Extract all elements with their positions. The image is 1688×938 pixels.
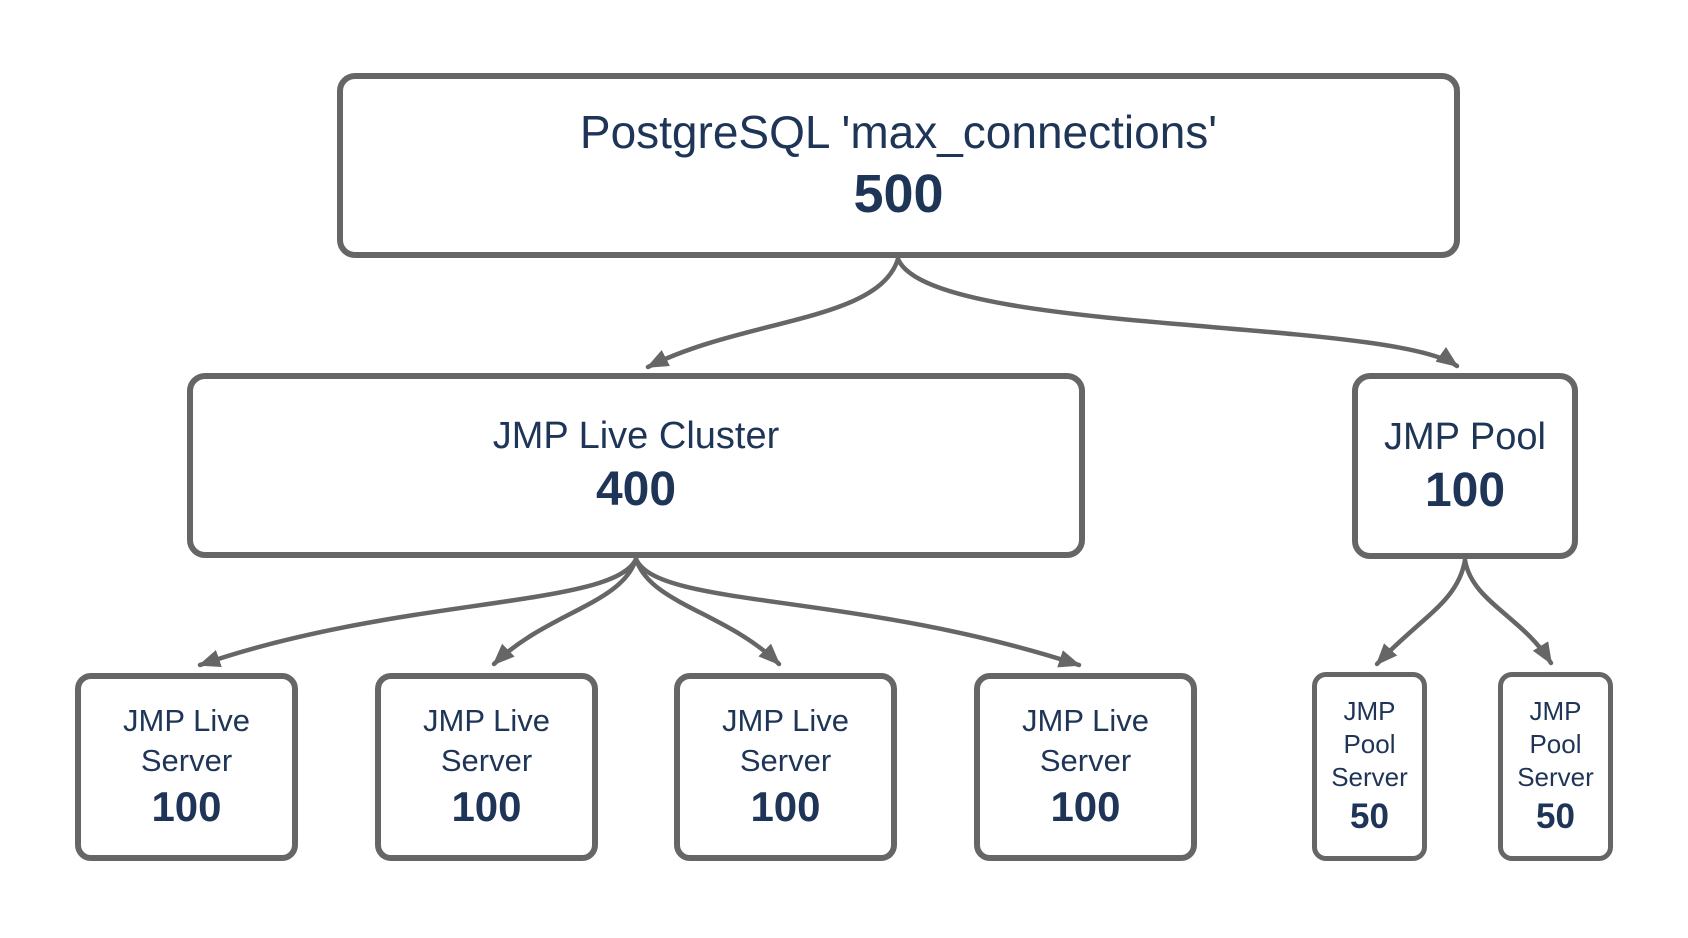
node-value: 100 <box>1050 783 1121 831</box>
node-value: 100 <box>151 783 222 831</box>
node-value: 400 <box>595 463 677 517</box>
node-label-line: JMP <box>1343 695 1396 726</box>
node-label-line: JMP Live <box>1022 703 1149 739</box>
arrow-root-to-cluster <box>645 256 901 370</box>
node-label-line: Server <box>739 742 832 778</box>
node-value: 100 <box>451 783 522 831</box>
node-jmp-live-server-1: JMP Live Server 100 <box>75 673 298 861</box>
node-label-line: JMP Live <box>722 703 849 739</box>
node-jmp-live-server-2: JMP Live Server 100 <box>375 673 598 861</box>
node-label: PostgreSQL 'max_connections' <box>579 106 1218 159</box>
node-label-line: JMP Live <box>423 703 550 739</box>
node-value: 500 <box>853 163 944 224</box>
node-label-line: Pool <box>1343 728 1396 759</box>
node-jmp-live-server-4: JMP Live Server 100 <box>974 673 1197 861</box>
node-label-line: Pool <box>1529 728 1582 759</box>
node-label-line: Server <box>140 742 233 778</box>
arrow-cluster-to-server-4 <box>633 556 1082 668</box>
node-label-line: Server <box>1331 762 1408 793</box>
node-value: 100 <box>750 783 821 831</box>
node-value: 50 <box>1536 797 1575 837</box>
arrow-pool-to-pool-server-2 <box>1462 557 1554 666</box>
arrow-cluster-to-server-1 <box>197 556 639 668</box>
node-jmp-live-cluster: JMP Live Cluster 400 <box>187 373 1085 558</box>
arrow-pool-to-pool-server-1 <box>1374 557 1468 667</box>
node-jmp-pool-server-2: JMP Pool Server 50 <box>1498 672 1613 861</box>
node-label-line: JMP <box>1529 695 1582 726</box>
node-jmp-live-server-3: JMP Live Server 100 <box>674 673 897 861</box>
node-postgresql-max-connections: PostgreSQL 'max_connections' 500 <box>337 73 1460 258</box>
node-label-line: Server <box>1039 742 1132 778</box>
node-jmp-pool: JMP Pool 100 <box>1352 373 1578 559</box>
arrow-cluster-to-server-2 <box>491 556 639 667</box>
node-label: JMP Live Cluster <box>492 415 780 457</box>
node-label-line: Server <box>440 742 533 778</box>
node-value: 100 <box>1424 463 1506 517</box>
node-label: JMP Pool <box>1384 415 1546 458</box>
node-value: 50 <box>1350 797 1389 837</box>
node-jmp-pool-server-1: JMP Pool Server 50 <box>1312 672 1427 861</box>
arrow-cluster-to-server-3 <box>633 556 782 667</box>
node-label-line: JMP Live <box>123 703 250 739</box>
arrow-root-to-pool <box>895 256 1460 369</box>
node-label-line: Server <box>1517 762 1594 793</box>
